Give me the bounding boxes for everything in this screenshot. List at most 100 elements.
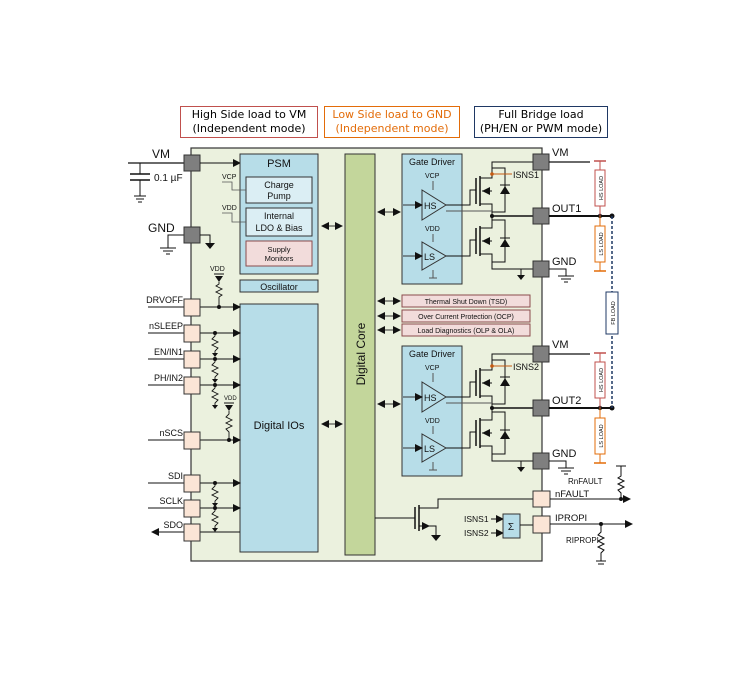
gate-driver-title-1: Gate Driver [409, 157, 455, 167]
gate-driver-vdd-2: VDD [425, 418, 440, 425]
hs-drain [480, 353, 533, 371]
vdd-label: VDD [222, 205, 237, 212]
ls-diode [500, 239, 510, 247]
isns1-sum-label: ISNS1 [464, 514, 489, 524]
cap-label: 0.1 µF [154, 173, 183, 184]
pulldown-arrow [212, 405, 218, 409]
vdd-pullup-label: VDD [210, 266, 225, 273]
pin-nscs [183, 431, 201, 450]
pin-label-sdi: SDI [168, 471, 183, 481]
sum-block [502, 513, 521, 539]
nscs-vdd-label: VDD [224, 396, 237, 402]
ls-load-label-1: LS LOAD [599, 232, 605, 255]
pin-label-ph-in2: PH/IN2 [154, 373, 183, 383]
pulldown-resistor [210, 333, 220, 354]
nscs-pullup-node [227, 438, 231, 442]
pin-label-nscs: nSCS [159, 428, 183, 438]
mode-low-side-line2: (Independent mode) [335, 122, 449, 135]
hs-gate-line [446, 381, 476, 398]
pulldown-resistor [210, 483, 220, 504]
hs-label-2: HS [424, 393, 437, 403]
charge-pump-label-2: Pump [267, 191, 291, 201]
nfault-label: nFAULT [555, 489, 589, 500]
ldo-label-2: LDO & Bias [255, 223, 303, 233]
pin-drvoff [183, 298, 201, 317]
ls-diode [500, 431, 510, 439]
ls-label-1: LS [424, 252, 435, 262]
mode-low-side-line1: Low Side load to GND [332, 108, 452, 121]
ipropi-label: IPROPI [555, 513, 587, 524]
hs-diode [500, 186, 510, 194]
pin-label-en-in1: EN/IN1 [154, 347, 183, 357]
isns-label-1: ISNS1 [513, 170, 539, 180]
pin-vm-left [183, 154, 201, 172]
hs-load-label-1: HS LOAD [599, 176, 605, 200]
pin-vm-1 [532, 153, 550, 171]
hs-label-1: HS [424, 201, 437, 211]
out-label-1: OUT1 [552, 203, 581, 215]
psm-title: PSM [267, 158, 291, 170]
gnd-out-line [549, 268, 567, 276]
vm-label-1: VM [552, 147, 569, 159]
pin-gnd-1 [532, 260, 550, 278]
left-gnd-label: GND [148, 221, 175, 235]
r-nfault-label: RnFAULT [568, 477, 603, 486]
digital-ios-label: Digital IOs [254, 420, 305, 432]
pullup-node [217, 305, 221, 309]
pin-gnd-2 [532, 452, 550, 470]
vm-label-2: VM [552, 339, 569, 351]
ls-label-2: LS [424, 444, 435, 454]
protection-block-0 [401, 294, 531, 308]
mode-full-bridge-line2: (PH/EN or PWM mode) [479, 122, 603, 135]
pin-en-in1 [183, 350, 201, 369]
pin-label-drvoff: DRVOFF [146, 295, 183, 305]
digital-ios-block [239, 303, 319, 553]
pin-sdi [183, 474, 201, 493]
charge-pump-block [245, 176, 313, 204]
protection-label-2: Load Diagnostics (OLP & OLA) [418, 328, 515, 335]
pin-sclk [183, 499, 201, 518]
isns-node [490, 364, 494, 368]
ls-gate-line [446, 239, 476, 257]
mode-full-bridge: Full Bridge load (PH/EN or PWM mode) [474, 106, 608, 138]
pin-label-sdo: SDO [163, 520, 183, 530]
hs-gate-line [446, 189, 476, 206]
gnd-out-line [549, 460, 567, 468]
pulldown-resistor [210, 359, 220, 380]
protection-label-1: Over Current Protection (OCP) [418, 314, 514, 321]
gnd-label-2: GND [552, 448, 577, 460]
protection-block-1 [401, 309, 531, 323]
mode-low-side: Low Side load to GND (Independent mode) [324, 106, 460, 138]
pin-out-1 [532, 207, 550, 225]
gate-driver-vcp-2: VCP [425, 365, 440, 372]
protection-block-2 [401, 323, 531, 337]
nscs-vdd-arrow [225, 405, 233, 411]
pulldown-resistor [210, 385, 220, 406]
isns2-sum-label: ISNS2 [464, 528, 489, 538]
fb-load-label: FB LOAD [611, 301, 617, 325]
isns-node [490, 172, 494, 176]
mode-full-bridge-line1: Full Bridge load [498, 108, 584, 121]
supply-label-2: Monitors [265, 254, 294, 263]
pin-ipropi [532, 515, 551, 534]
out-label-2: OUT2 [552, 395, 581, 407]
charge-pump-label-1: Charge [264, 180, 294, 190]
pulldown-arrow [212, 503, 218, 507]
pulldown-arrow [212, 379, 218, 383]
left-vm-label: VM [152, 147, 170, 161]
gnd-label-1: GND [552, 256, 577, 268]
fb-load [605, 291, 619, 335]
hs-diode [500, 378, 510, 386]
mode-high-side-line1: High Side load to VM [191, 108, 307, 121]
sigma-symbol: Σ [508, 522, 514, 533]
gnd-arrow [517, 467, 525, 472]
pulldown-resistor [210, 508, 220, 529]
pin-label-sclk: SCLK [159, 496, 183, 506]
pin-sdo [183, 523, 201, 542]
pin-ph-in2 [183, 376, 201, 395]
hs-load-label-2: HS LOAD [599, 368, 605, 392]
pin-gnd-left [183, 226, 201, 244]
gate-driver-vcp-1: VCP [425, 173, 440, 180]
digital-core-label: Digital Core [354, 322, 368, 385]
